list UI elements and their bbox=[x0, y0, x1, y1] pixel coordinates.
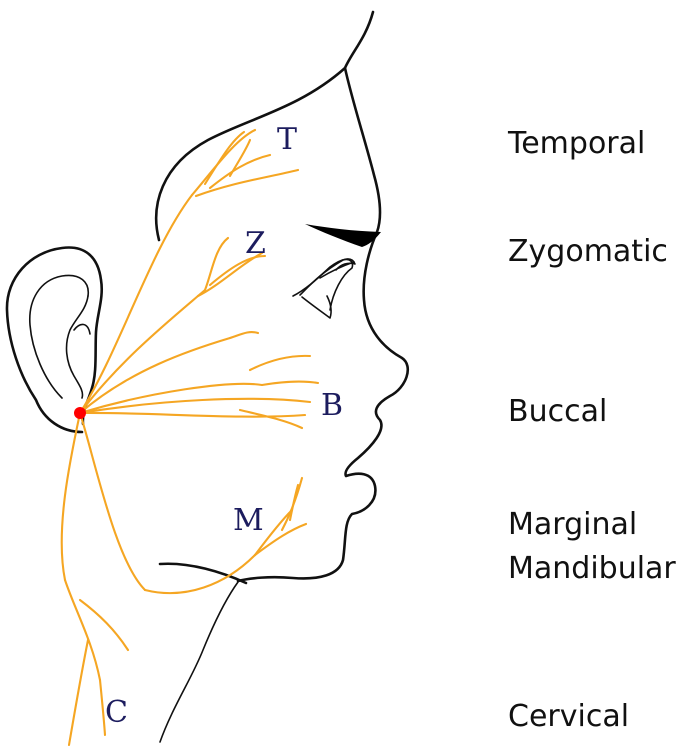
buccal-branch bbox=[80, 399, 310, 413]
facial-nerve bbox=[62, 130, 318, 745]
cervical-branch bbox=[62, 413, 80, 580]
ear-inner bbox=[30, 275, 88, 398]
temporal-branch bbox=[192, 130, 255, 195]
name-zygomatic: Zygomatic bbox=[508, 234, 668, 269]
buccal-branch bbox=[80, 338, 230, 413]
buccal-branch bbox=[250, 356, 310, 370]
buccal-branch bbox=[230, 332, 258, 338]
zygomatic-branch bbox=[205, 238, 228, 290]
buccal-branch bbox=[240, 410, 302, 428]
name-marginal: Marginal bbox=[508, 507, 637, 542]
head-top bbox=[156, 68, 345, 240]
letter-buccal: B bbox=[321, 388, 343, 423]
letter-temporal: T bbox=[277, 122, 297, 157]
name-temporal: Temporal bbox=[507, 126, 645, 161]
marginal-mandibular-branch bbox=[290, 485, 298, 520]
letter-cervical: C bbox=[105, 695, 128, 730]
ear-antihelix bbox=[67, 296, 88, 398]
branch-names: Temporal Zygomatic Buccal Marginal Mandi… bbox=[507, 126, 676, 734]
letter-zygomatic: Z bbox=[245, 226, 266, 261]
eye-lower bbox=[302, 296, 331, 318]
temporal-branch bbox=[230, 140, 250, 176]
marginal-mandibular-branch bbox=[282, 478, 302, 530]
cervical-branch bbox=[69, 640, 88, 745]
name-buccal: Buccal bbox=[508, 394, 607, 429]
stylomastoid-foramen-dot bbox=[74, 407, 86, 419]
branch-letters: T Z B M C bbox=[105, 122, 343, 730]
eyebrow bbox=[305, 224, 381, 247]
neck-line bbox=[160, 582, 238, 742]
name-cervical: Cervical bbox=[508, 699, 629, 734]
ear-tragus bbox=[74, 324, 90, 334]
marginal-mandibular-branch bbox=[80, 413, 145, 590]
marginal-mandibular-branch bbox=[145, 555, 255, 593]
temporal-branch bbox=[80, 195, 192, 413]
face-profile bbox=[238, 12, 408, 581]
buccal-branch bbox=[80, 413, 305, 417]
name-mandibular: Mandibular bbox=[508, 551, 676, 586]
buccal-branch bbox=[262, 382, 318, 385]
letter-marginal-mandibular: M bbox=[233, 503, 264, 538]
